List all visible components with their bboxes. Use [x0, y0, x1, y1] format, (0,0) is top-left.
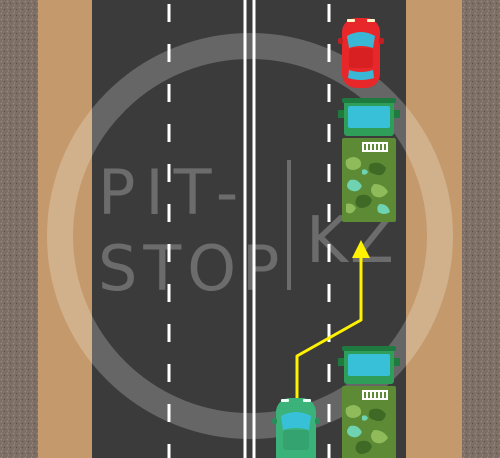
truck-rear-mirror-left	[338, 358, 344, 366]
truck-front-bumper	[342, 98, 396, 103]
military-truck-rear	[338, 346, 400, 458]
watermark-line2: STOP	[98, 232, 285, 305]
truck-front-mirror-right	[394, 110, 400, 118]
truck-rear-mirror-right	[394, 358, 400, 366]
arrow-up-icon	[295, 240, 370, 398]
red-car-mirror-left	[338, 38, 343, 44]
truck-rear-vent	[362, 390, 388, 400]
truck-front-vent	[362, 142, 388, 152]
gravel-left	[0, 0, 38, 458]
green-car	[272, 398, 320, 458]
red-car-windshield	[347, 32, 375, 48]
green-car-windshield	[281, 412, 311, 430]
red-car-roof	[349, 48, 373, 68]
maneuver-arrowhead	[352, 240, 370, 258]
gravel-right	[462, 0, 500, 458]
watermark-line1: PIT-	[98, 156, 248, 229]
truck-front-mirror-left	[338, 110, 344, 118]
green-car-headlight-left	[281, 399, 289, 402]
truck-front-vent-slats	[364, 144, 386, 150]
green-car-mirror-right	[315, 418, 320, 424]
watermark-divider	[287, 160, 291, 290]
red-car	[338, 18, 384, 88]
truck-rear-vent-slats	[364, 392, 386, 398]
sidewalk-right	[406, 0, 462, 458]
red-car-mirror-right	[379, 38, 384, 44]
truck-rear-windshield	[348, 354, 390, 376]
sidewalk-left	[38, 0, 92, 458]
green-car-mirror-left	[272, 418, 277, 424]
watermark-ring	[47, 33, 453, 439]
maneuver-path	[295, 258, 363, 398]
red-car-rear-window	[348, 70, 374, 80]
red-car-headlight-right	[367, 19, 375, 22]
truck-rear-camo	[345, 405, 388, 454]
red-car-headlight-left	[347, 19, 355, 22]
watermark: PIT- STOP KZ	[98, 156, 394, 305]
truck-front-windshield	[348, 106, 390, 128]
truck-front-camo	[345, 157, 390, 214]
green-car-roof	[283, 430, 309, 450]
truck-rear-bumper	[342, 346, 396, 351]
military-truck-front	[338, 98, 400, 222]
green-car-headlight-right	[303, 399, 311, 402]
